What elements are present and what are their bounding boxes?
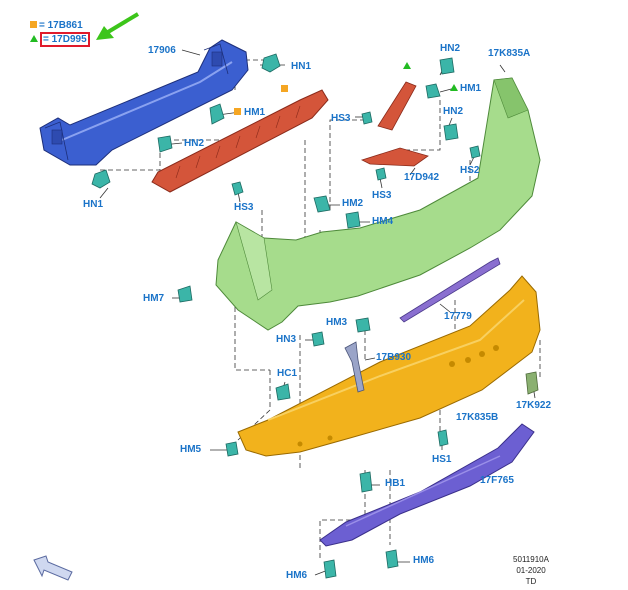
part-label-17k835a: 17K835A	[488, 48, 531, 59]
legend-triangle-label: = 17D995	[40, 32, 90, 47]
triangle-marker-icon	[30, 35, 38, 42]
clip	[469, 145, 481, 159]
clip	[385, 549, 399, 569]
legend-square-label: = 17B861	[39, 20, 83, 31]
part-label-hs2: HS2	[460, 165, 480, 176]
part-label-hm4: HM4	[372, 216, 394, 227]
clip	[311, 331, 325, 347]
clip	[345, 211, 361, 229]
bumper-cover-upper	[215, 77, 541, 331]
part-label-hm1: HM1	[460, 83, 482, 94]
square-marker-icon	[30, 21, 37, 28]
part-label-hn2: HN2	[443, 106, 464, 117]
leader-line	[319, 470, 366, 560]
part-label-hm1: HM1	[244, 107, 266, 118]
leader-line	[400, 100, 441, 151]
fastener-clips	[91, 53, 481, 579]
part-label-17d942: 17D942	[404, 172, 440, 183]
clip	[361, 111, 373, 125]
clip	[375, 167, 387, 181]
part-label-hn1: HN1	[291, 61, 312, 72]
clip	[91, 169, 111, 189]
clip	[225, 441, 239, 457]
clip	[313, 195, 331, 213]
part-label-17f765: 17F765	[480, 475, 514, 486]
leader-line	[409, 167, 416, 176]
bracket-17b930	[344, 341, 365, 393]
leader-line	[439, 303, 451, 313]
rear-bumper-reinforcement	[39, 39, 249, 166]
leader-line	[237, 210, 263, 251]
clip	[437, 429, 449, 447]
bumper-bracket	[360, 81, 429, 167]
rear-valance	[319, 423, 535, 547]
triangle-marker-icon	[450, 84, 458, 91]
part-label-hn2: HN2	[440, 43, 461, 54]
reference-line-2: 01-2020	[516, 566, 546, 575]
reference-line-3: TD	[525, 577, 537, 586]
clip	[425, 83, 441, 99]
square-marker-icon	[281, 85, 288, 92]
clip	[157, 135, 173, 153]
legend-triangle: = 17D995	[30, 32, 90, 47]
part-label-hm5: HM5	[180, 444, 202, 455]
clip	[275, 383, 291, 401]
part-label-17b930: 17B930	[376, 352, 412, 363]
clip	[261, 53, 281, 73]
clip	[355, 317, 371, 333]
part-label-hb1: HB1	[385, 478, 406, 489]
clip	[231, 181, 244, 196]
part-label-hm2: HM2	[342, 198, 364, 209]
reference-line-1: 5011910A	[513, 555, 549, 564]
part-label-hm6: HM6	[286, 570, 308, 581]
part-label-hs3: HS3	[331, 113, 351, 124]
part-label-hm6: HM6	[413, 555, 435, 566]
leader-line	[499, 64, 506, 73]
reference-code: 5011910A 01-2020 TD	[506, 554, 556, 587]
leader-line	[181, 49, 201, 56]
leader-line	[99, 187, 109, 199]
part-label-17k922: 17K922	[516, 400, 552, 411]
part-label-hs3: HS3	[234, 202, 254, 213]
legend-square: = 17B861	[30, 20, 83, 31]
pointer-arrow	[96, 12, 140, 40]
leader-line	[329, 119, 365, 210]
triangle-marker-icon	[403, 62, 411, 69]
part-label-hm3: HM3	[326, 317, 348, 328]
part-label-17k835b: 17K835B	[456, 412, 499, 423]
part-label-hc1: HC1	[277, 368, 298, 379]
clip	[439, 57, 455, 75]
part-label-hn1: HN1	[83, 199, 104, 210]
energy-absorber	[151, 89, 329, 193]
trim-strip	[399, 257, 501, 323]
clip	[443, 123, 459, 141]
part-label-17779: 17779	[444, 311, 472, 322]
bumper-cover-lower	[237, 275, 541, 457]
part-label-hn3: HN3	[276, 334, 297, 345]
clip	[209, 103, 225, 125]
clip	[177, 285, 193, 303]
leader-line	[100, 139, 220, 171]
clip	[323, 559, 337, 579]
part-label-hn2: HN2	[184, 138, 205, 149]
part-label-17906: 17906	[148, 45, 176, 56]
clip	[359, 471, 373, 493]
part-label-hs3: HS3	[372, 190, 392, 201]
part-label-hs1: HS1	[432, 454, 452, 465]
orientation-arrow-icon	[33, 555, 73, 581]
part-label-hm7: HM7	[143, 293, 165, 304]
leader-line	[237, 370, 271, 441]
bracket-17k922	[525, 371, 539, 395]
leader-line	[364, 357, 376, 361]
square-marker-icon	[234, 108, 241, 115]
